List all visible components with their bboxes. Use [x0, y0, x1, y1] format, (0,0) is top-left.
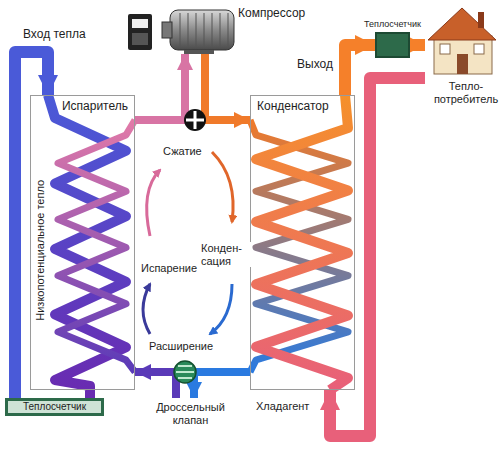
- node-text: Теплосчетчик: [362, 19, 423, 29]
- flow-label: Вход тепла: [22, 28, 87, 42]
- drawing-part: [440, 44, 450, 54]
- node-text: Теплосчетчик: [8, 401, 101, 413]
- vertical-label: Низкопотенциальное тепло: [34, 179, 47, 322]
- pipe-connector: [410, 39, 425, 51]
- drawing-part: [180, 13, 181, 47]
- drawing-part: [162, 22, 172, 38]
- drawing-part: [184, 50, 214, 54]
- drawing-part: [128, 14, 152, 50]
- pipe-connector: [15, 52, 48, 398]
- drawing-part: [196, 13, 197, 47]
- part-label: Хладагент: [255, 400, 310, 413]
- consumer-house: Тепло- потребитель: [425, 4, 500, 105]
- drawing-part: [428, 8, 496, 40]
- electric-meter: [128, 14, 152, 50]
- node-text: Компрессор: [238, 7, 305, 21]
- throttle-label-box: Дроссельный клапан: [140, 398, 241, 429]
- coil-pipe: [256, 95, 348, 390]
- drawing-part: [184, 109, 206, 131]
- compressor-box: Компрессор: [160, 2, 310, 54]
- drawing-part: [132, 33, 148, 45]
- cycle-arrow: [147, 170, 160, 236]
- heat-meter: Теплосчетчик: [5, 398, 104, 416]
- drawing-part: [204, 13, 205, 47]
- cycle-arrow: [212, 152, 233, 222]
- drawing-part: [188, 13, 189, 47]
- coil-pipe: [58, 120, 135, 372]
- drawing-part: [48, 95, 348, 398]
- drawing-part: [457, 54, 468, 74]
- pipe-connector: [135, 54, 185, 120]
- process-label: Испарение: [140, 262, 198, 275]
- compressor-motor: [162, 10, 234, 54]
- drawing-part: [228, 13, 229, 47]
- throttle-valve: [174, 361, 196, 383]
- condenser-box: Конденсатор: [250, 95, 355, 390]
- drawing-part: [220, 13, 221, 47]
- drawing-part: [474, 44, 484, 54]
- pipe-connector: [205, 54, 250, 120]
- drawing-part: [478, 12, 484, 28]
- condenser-panel: [250, 95, 355, 390]
- drawing-part: [434, 36, 492, 74]
- pipe-connector: [135, 372, 176, 398]
- drawing-part: [174, 361, 196, 383]
- drawing-part: [186, 111, 204, 129]
- flow-label: Выход: [296, 58, 334, 72]
- four-way-valve: [184, 109, 206, 131]
- drawing-part: [212, 13, 213, 47]
- pipe-connector: [330, 78, 425, 436]
- drawing-part: [170, 10, 234, 50]
- drawing-part: [176, 366, 194, 378]
- drawing-part: [132, 19, 148, 28]
- drawing-part: [180, 13, 228, 47]
- node-text: Тепло- потребитель: [425, 80, 500, 105]
- pipe-connector: [194, 372, 250, 398]
- process-label: Расширение: [148, 340, 214, 353]
- node-text: Конденсатор: [255, 100, 331, 114]
- process-label: Сжатие: [162, 145, 203, 158]
- cycle-arrow: [143, 284, 150, 334]
- cycle-arrow: [210, 284, 232, 334]
- node-text: Испаритель: [60, 100, 130, 114]
- house: [428, 8, 496, 74]
- heat-meter: Теплосчетчик: [375, 32, 410, 58]
- process-label: Конден- сация: [200, 242, 252, 267]
- node-text: Дроссельный клапан: [142, 401, 239, 426]
